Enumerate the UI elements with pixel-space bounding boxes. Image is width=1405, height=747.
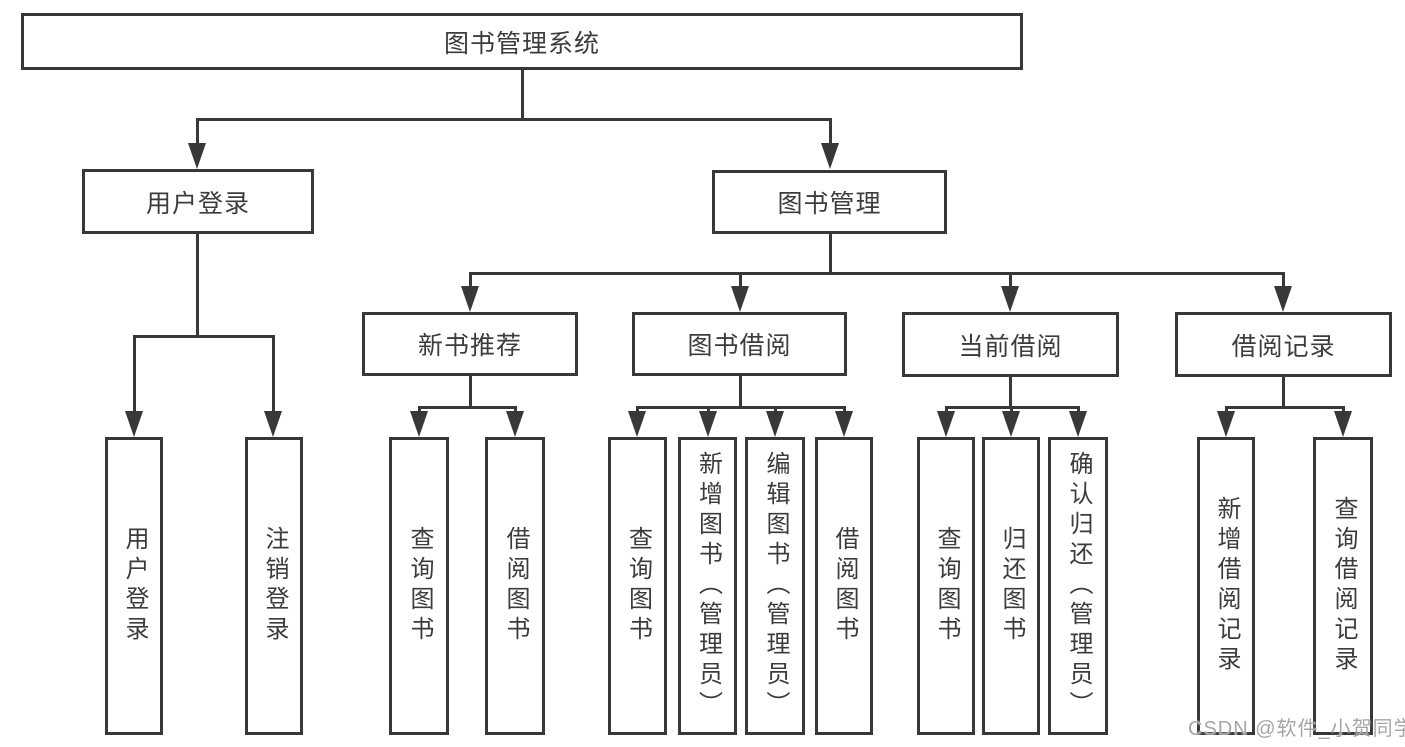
arrow-down-icon xyxy=(188,143,206,169)
leaf-add-books-admin: 新增图书（管理员） xyxy=(678,437,737,735)
connector xyxy=(1008,377,1012,406)
connector xyxy=(1341,406,1345,413)
connector xyxy=(842,406,846,413)
arrow-down-icon xyxy=(699,411,717,437)
node-current-borrow: 当前借阅 xyxy=(902,312,1119,377)
connector xyxy=(195,234,199,335)
arrow-down-icon xyxy=(1069,411,1087,437)
arrow-down-icon xyxy=(821,143,839,169)
connector xyxy=(1076,406,1080,413)
connector xyxy=(828,118,832,146)
connector xyxy=(417,406,517,409)
leaf-query-books-current: 查询图书 xyxy=(917,437,975,735)
arrow-down-icon xyxy=(506,411,524,437)
connector xyxy=(828,234,832,272)
csdn-watermark: CSDN @软件_小贺同学 xyxy=(1188,718,1405,740)
leaf-label: 查询图书 xyxy=(624,526,652,646)
leaf-label: 新增图书（管理员） xyxy=(694,451,722,721)
connector xyxy=(635,406,639,413)
leaf-label: 确认归还（管理员） xyxy=(1065,451,1092,721)
connector xyxy=(635,406,846,409)
arrow-down-icon xyxy=(835,411,853,437)
node-book-management: 图书管理 xyxy=(712,170,947,234)
leaf-label: 归还图书 xyxy=(998,526,1025,646)
connector xyxy=(738,376,742,406)
connector xyxy=(468,272,472,288)
leaf-label: 用户登录 xyxy=(121,526,148,646)
arrow-down-icon xyxy=(410,411,428,437)
connector xyxy=(520,69,524,118)
leaf-edit-books-admin: 编辑图书（管理员） xyxy=(745,437,805,735)
leaf-label: 查询图书 xyxy=(933,526,960,646)
leaf-query-books-borrow: 查询图书 xyxy=(608,437,667,735)
leaf-label: 借阅图书 xyxy=(502,526,529,646)
leaf-query-books-recommend: 查询图书 xyxy=(389,437,449,735)
arrow-down-icon xyxy=(937,411,955,437)
connector xyxy=(1281,377,1285,406)
arrow-down-icon xyxy=(461,286,479,312)
arrow-down-icon xyxy=(1001,286,1019,312)
leaf-label: 注销登录 xyxy=(261,526,288,646)
arrow-down-icon xyxy=(264,411,282,437)
leaf-label: 编辑图书（管理员） xyxy=(762,451,789,721)
connector xyxy=(417,406,421,413)
node-book-borrow: 图书借阅 xyxy=(632,312,847,376)
connector xyxy=(706,406,710,413)
connector xyxy=(944,406,948,413)
connector xyxy=(468,376,472,406)
connector xyxy=(195,118,199,146)
connector xyxy=(1224,406,1345,409)
arrow-down-icon xyxy=(1274,286,1292,312)
arrow-down-icon xyxy=(1002,411,1020,437)
leaf-label: 借阅图书 xyxy=(831,526,858,646)
node-user-login: 用户登录 xyxy=(82,169,314,234)
leaf-add-borrow-record: 新增借阅记录 xyxy=(1197,437,1255,735)
leaf-confirm-return-admin: 确认归还（管理员） xyxy=(1048,437,1108,735)
leaf-borrow-books-recommend: 借阅图书 xyxy=(485,437,545,735)
connector xyxy=(1281,272,1285,288)
node-label: 图书借阅 xyxy=(687,332,792,360)
node-root-library-system: 图书管理系统 xyxy=(21,13,1023,70)
connector xyxy=(468,272,1285,275)
leaf-label: 查询图书 xyxy=(406,526,433,646)
connector xyxy=(132,335,136,413)
connector xyxy=(513,406,517,413)
connector xyxy=(1009,406,1013,413)
connector xyxy=(132,335,274,338)
node-label: 图书管理系统 xyxy=(443,29,600,58)
connector xyxy=(1224,406,1228,413)
node-label: 图书管理 xyxy=(777,190,882,218)
arrow-down-icon xyxy=(731,286,749,312)
node-label: 借阅记录 xyxy=(1231,332,1336,361)
leaf-borrow-books: 借阅图书 xyxy=(815,437,873,735)
node-label: 当前借阅 xyxy=(958,332,1063,361)
node-label: 新书推荐 xyxy=(417,332,522,360)
leaf-query-borrow-record: 查询借阅记录 xyxy=(1313,437,1373,735)
arrow-down-icon xyxy=(628,411,646,437)
node-new-book-recommend: 新书推荐 xyxy=(362,312,578,376)
leaf-label: 新增借阅记录 xyxy=(1213,496,1240,676)
leaf-logout: 注销登录 xyxy=(245,437,303,735)
leaf-user-login: 用户登录 xyxy=(105,437,163,735)
arrow-down-icon xyxy=(766,411,784,437)
connector xyxy=(773,406,777,413)
leaf-return-books: 归还图书 xyxy=(982,437,1040,735)
node-borrow-records: 借阅记录 xyxy=(1175,312,1392,377)
connector xyxy=(738,272,742,288)
node-label: 用户登录 xyxy=(145,189,250,218)
arrow-down-icon xyxy=(1217,411,1235,437)
leaf-label: 查询借阅记录 xyxy=(1330,496,1357,676)
arrow-down-icon xyxy=(1334,411,1352,437)
connector xyxy=(271,335,275,413)
connector xyxy=(195,118,832,121)
connector xyxy=(1008,272,1012,288)
arrow-down-icon xyxy=(125,411,143,437)
